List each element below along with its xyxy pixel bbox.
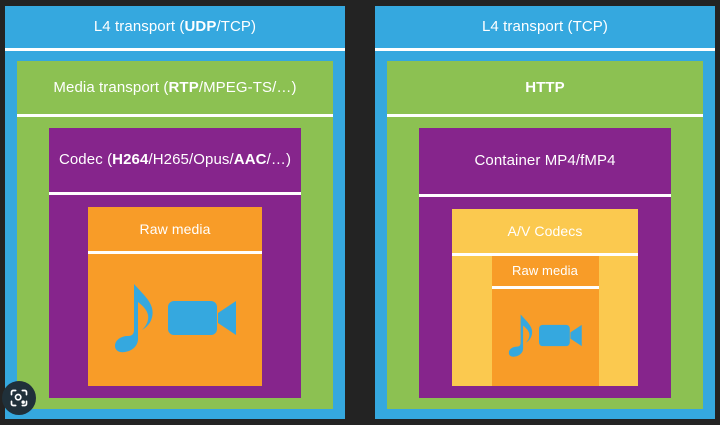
- divider-raw-media-right: [491, 286, 599, 289]
- av-codecs-body: Raw media: [452, 256, 638, 386]
- google-lens-button[interactable]: [2, 381, 36, 415]
- layer-raw-media-label-right: Raw media: [512, 263, 578, 279]
- stack-panel-rtp: L4 transport (UDP/TCP) Media transport (…: [5, 6, 345, 419]
- layer-l4-transport-left: L4 transport (UDP/TCP): [93, 18, 257, 36]
- layer-raw-media-left: Raw media: [88, 207, 262, 386]
- divider-l4-right: [375, 48, 715, 51]
- layer-codec: Codec (H264/H265/Opus/AAC/…) Raw media: [49, 128, 301, 398]
- layer-codec-label: Codec (H264/H265/Opus/AAC/…): [58, 151, 292, 169]
- divider-codec: [49, 192, 301, 195]
- layer-container: Container MP4/fMP4 A/V Codecs Raw media: [419, 128, 671, 398]
- divider-l4-left: [5, 48, 345, 51]
- layer-media-transport-label: Media transport (RTP/MPEG-TS/…): [53, 78, 297, 96]
- raw-media-icons-left: [88, 254, 262, 386]
- divider-av-codecs: [452, 253, 638, 256]
- stack-panel-http: L4 transport (TCP) HTTP Container MP4/fM…: [375, 6, 715, 419]
- layer-av-codecs-label: A/V Codecs: [507, 222, 583, 239]
- layer-container-label: Container MP4/fMP4: [474, 152, 616, 170]
- layer-http-label: HTTP: [525, 78, 565, 96]
- video-camera-icon: [168, 297, 238, 344]
- layer-raw-media-right: Raw media: [491, 256, 599, 386]
- layer-http: HTTP Container MP4/fMP4 A/V Codecs Raw m…: [387, 61, 703, 409]
- layer-raw-media-label-left: Raw media: [139, 220, 211, 237]
- music-note-icon: [507, 313, 533, 363]
- divider-http: [387, 114, 703, 117]
- google-lens-icon: [10, 389, 28, 407]
- divider-media-transport: [17, 114, 333, 117]
- layer-media-transport: Media transport (RTP/MPEG-TS/…) Codec (H…: [17, 61, 333, 409]
- layer-av-codecs: A/V Codecs Raw media: [452, 209, 638, 386]
- divider-container: [419, 194, 671, 197]
- music-note-icon: [112, 282, 154, 359]
- raw-media-icons-right: [492, 289, 599, 386]
- divider-raw-media-left: [88, 251, 262, 254]
- video-camera-icon: [539, 322, 583, 354]
- layer-l4-transport-right: L4 transport (TCP): [481, 18, 608, 36]
